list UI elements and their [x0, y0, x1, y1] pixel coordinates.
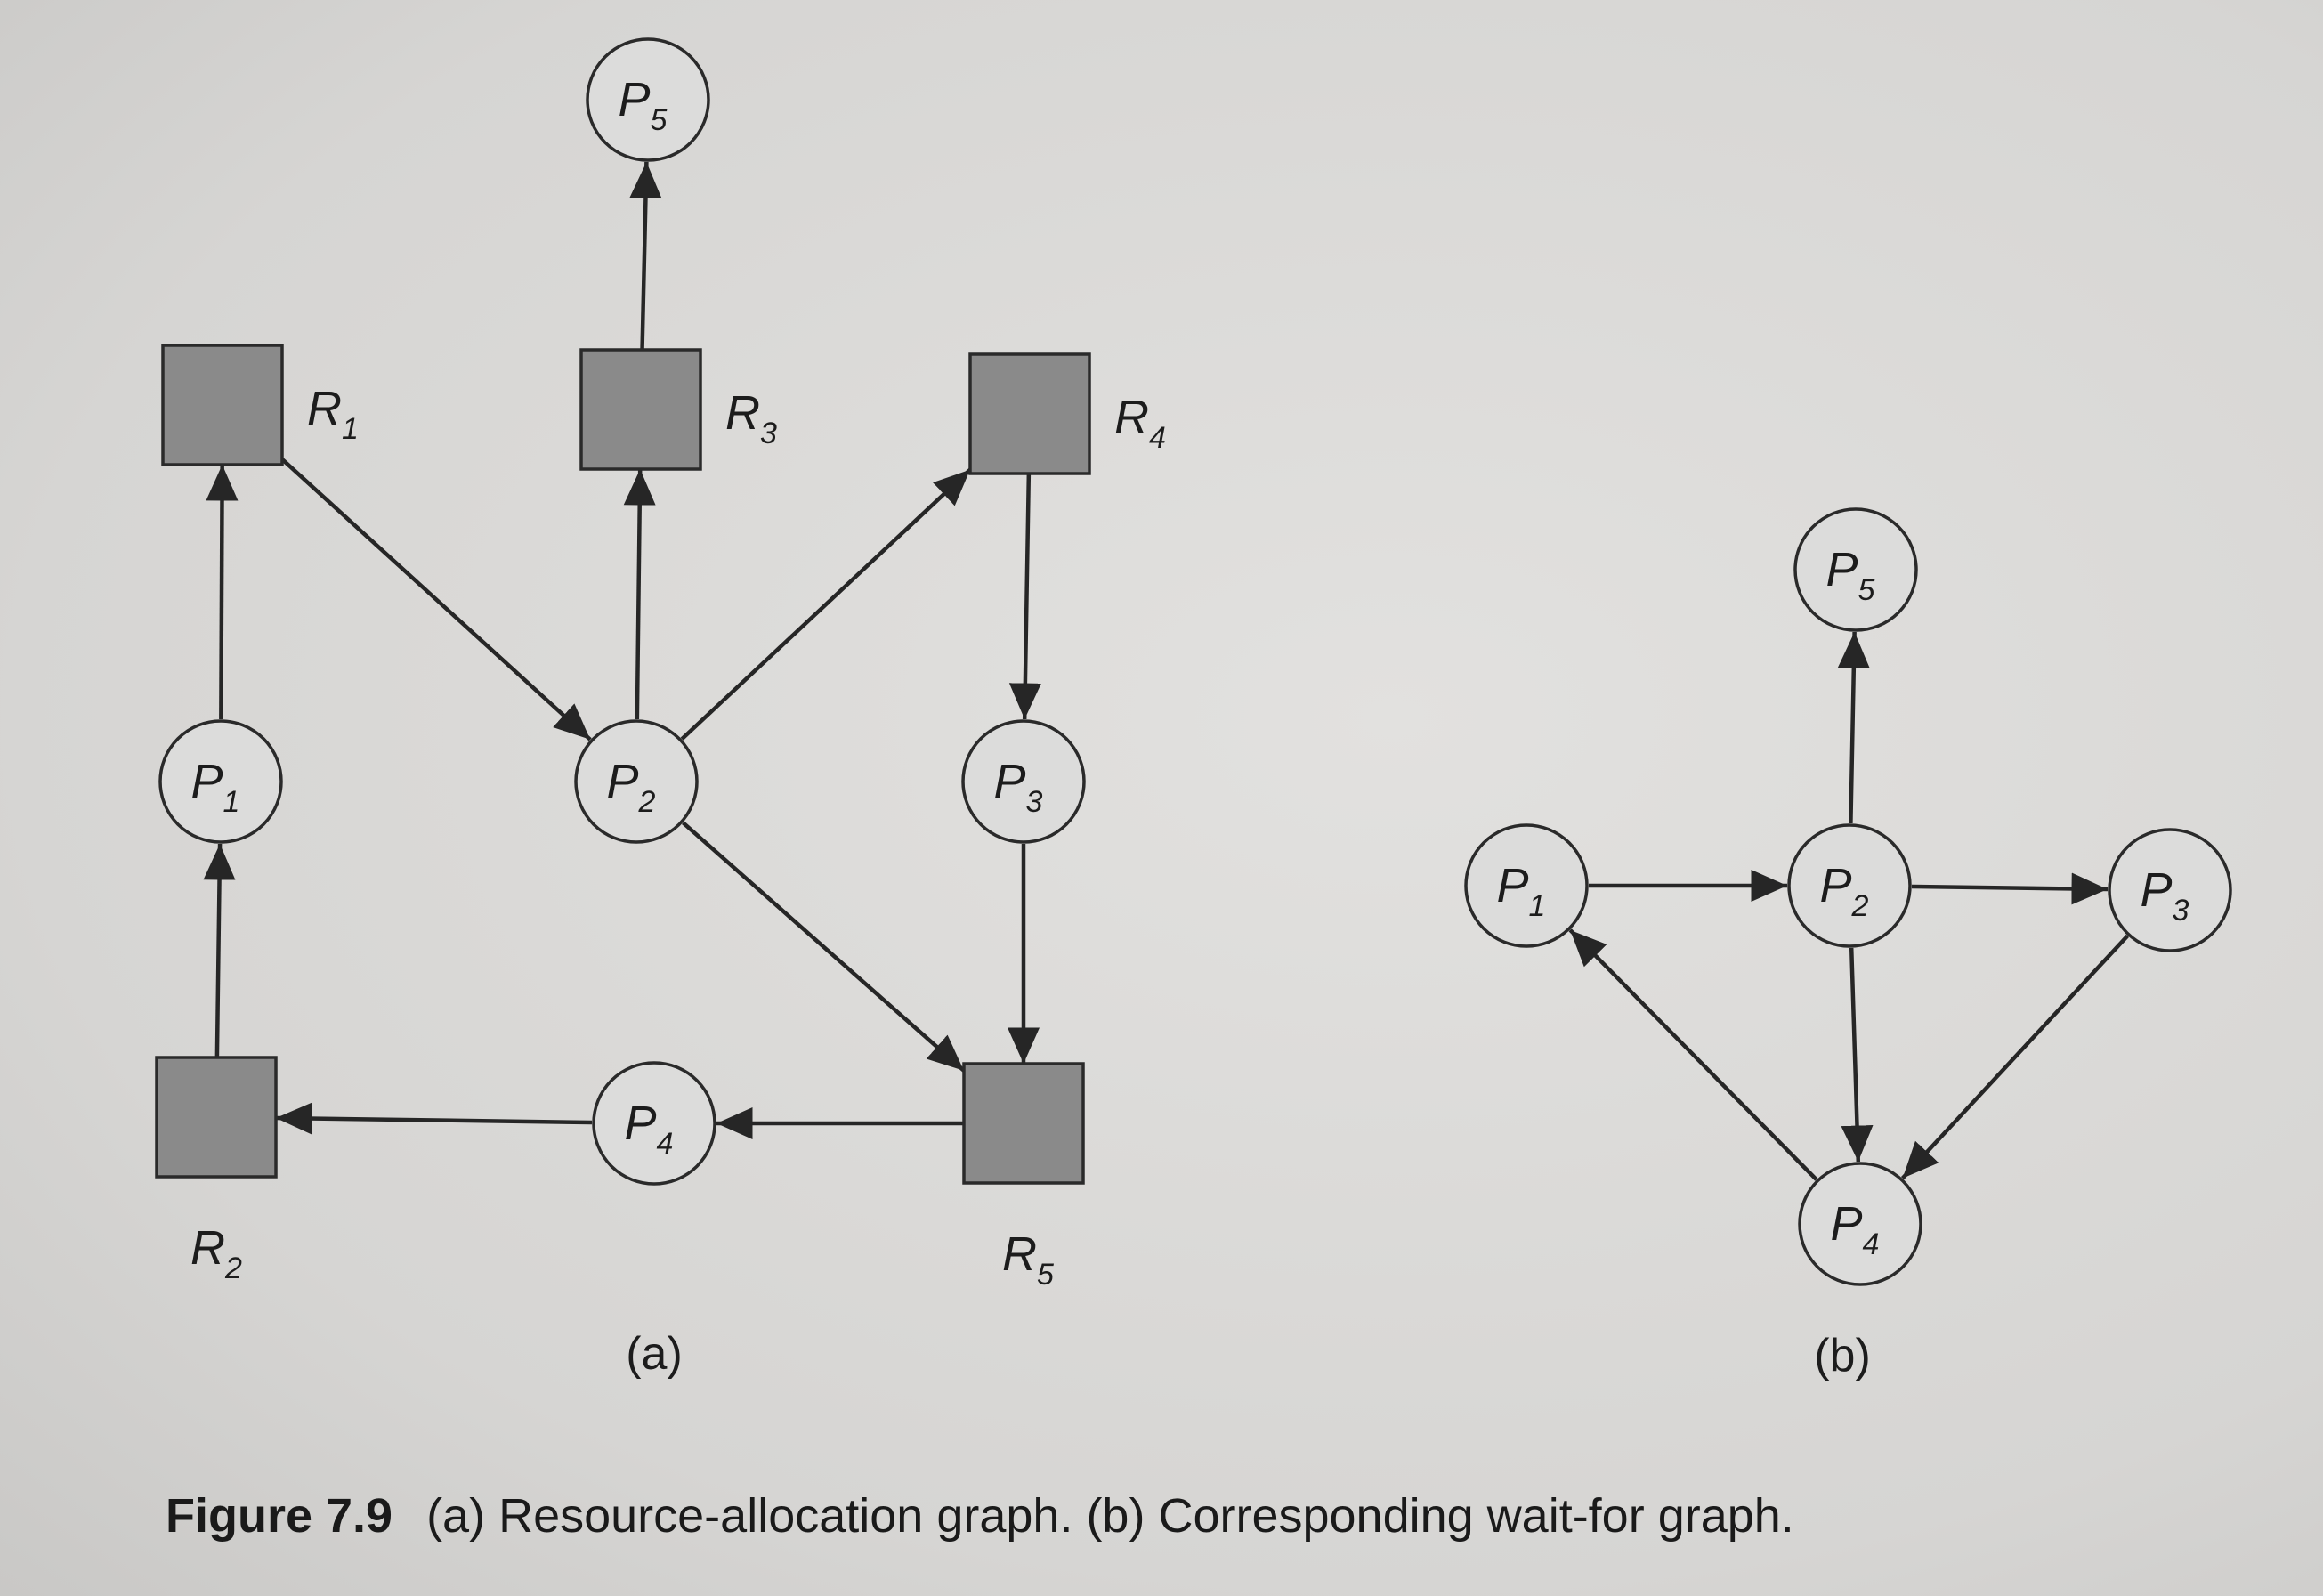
a-process-p4: P4 — [592, 1061, 716, 1186]
panel-label-b: (b) — [1814, 1330, 1871, 1381]
process-circle — [1787, 823, 1912, 948]
a-edge-r4-to-p3 — [1008, 473, 1041, 720]
a-resource-r4: R4 — [968, 352, 1166, 475]
a-process-p2: P2 — [574, 719, 699, 844]
diagram-b-edges — [1568, 631, 2130, 1181]
resource-box — [161, 344, 284, 466]
b-process-p2: P2 — [1787, 823, 1912, 948]
resource-box — [579, 348, 702, 471]
resource-label: R3 — [725, 386, 777, 450]
diagram-a-edges — [203, 161, 1041, 1139]
resource-label: R5 — [1002, 1227, 1054, 1292]
b-process-p3: P3 — [2108, 828, 2232, 952]
a-edge-p4-to-r2 — [275, 1102, 593, 1135]
b-edge-p4-to-p1 — [1568, 928, 1818, 1181]
resource-box — [968, 352, 1091, 475]
process-circle — [592, 1061, 716, 1186]
process-circle — [1798, 1162, 1922, 1286]
process-circle — [961, 719, 1086, 844]
a-edge-r3-to-p5 — [629, 161, 662, 351]
process-circle — [1793, 507, 1918, 632]
a-edge-p2-to-r5 — [681, 821, 966, 1073]
process-circle — [2108, 828, 2232, 952]
a-edge-p2-to-r3 — [623, 468, 656, 720]
a-edge-r2-to-p1 — [203, 843, 236, 1058]
process-circle — [586, 37, 710, 162]
a-process-p1: P1 — [158, 719, 283, 844]
a-process-p3: P3 — [961, 719, 1086, 844]
resource-label: R4 — [1114, 391, 1166, 455]
resource-label: R2 — [190, 1221, 242, 1285]
figure-number: Figure 7.9 — [166, 1489, 393, 1543]
resource-box — [962, 1062, 1085, 1185]
a-edge-p2-to-r4 — [680, 467, 972, 741]
b-edge-p2-to-p5 — [1837, 631, 1870, 824]
a-resource-r2: R2 — [155, 1056, 278, 1285]
panel-label-a: (a) — [626, 1328, 683, 1380]
figure-caption: Figure 7.9 (a) Resource-allocation graph.… — [166, 1488, 1794, 1543]
process-circle — [574, 719, 699, 844]
caption-text: (a) Resource-allocation graph. (b) Corre… — [426, 1489, 1794, 1543]
process-circle — [158, 719, 283, 844]
resource-label: R1 — [307, 382, 359, 446]
a-resource-r1: R1 — [161, 344, 359, 466]
b-process-p4: P4 — [1798, 1162, 1922, 1286]
a-edge-r1-to-p2 — [280, 458, 592, 741]
a-resource-r3: R3 — [579, 348, 777, 471]
resource-box — [155, 1056, 278, 1179]
process-circle — [1464, 823, 1589, 948]
b-edge-p3-to-p4 — [1900, 934, 2130, 1180]
a-edge-p1-to-r1 — [206, 464, 239, 720]
a-resource-r5: R5 — [962, 1062, 1085, 1292]
b-edge-p2-to-p3 — [1911, 872, 2109, 905]
b-edge-p2-to-p4 — [1841, 947, 1874, 1163]
b-process-p1: P1 — [1464, 823, 1589, 948]
b-process-p5: P5 — [1793, 507, 1918, 632]
a-process-p5: P5 — [586, 37, 710, 162]
